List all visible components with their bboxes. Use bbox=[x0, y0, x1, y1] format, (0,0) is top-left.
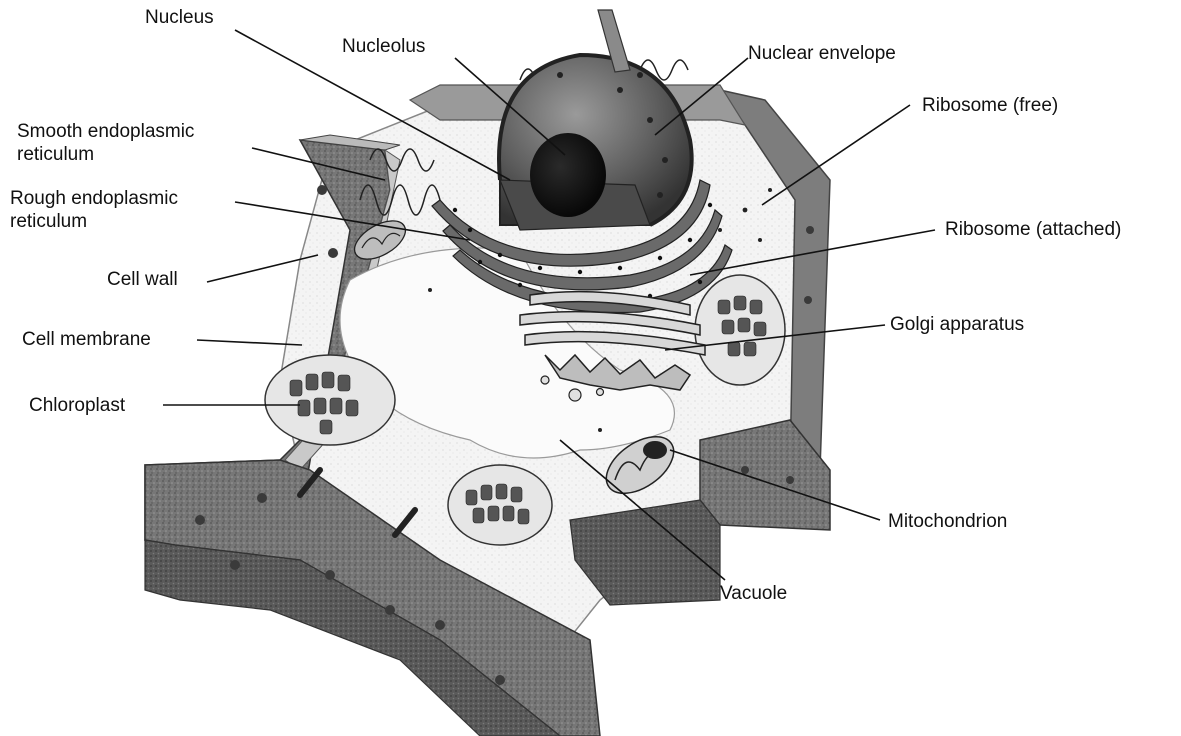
label-nucleus: Nucleus bbox=[145, 6, 214, 29]
label-rough-er: Rough endoplasmic reticulum bbox=[10, 187, 178, 233]
chloroplast-left bbox=[265, 355, 395, 445]
chloroplast-right bbox=[695, 275, 785, 385]
label-smooth-er-line2: reticulum bbox=[17, 143, 194, 166]
chloroplast-bottom bbox=[448, 465, 552, 545]
label-cell-wall: Cell wall bbox=[107, 268, 178, 291]
label-rough-er-line2: reticulum bbox=[10, 210, 178, 233]
label-smooth-er: Smooth endoplasmic reticulum bbox=[17, 120, 194, 166]
label-mitochondrion: Mitochondrion bbox=[888, 510, 1007, 533]
label-vacuole: Vacuole bbox=[720, 582, 787, 605]
label-rough-er-line1: Rough endoplasmic bbox=[10, 187, 178, 210]
label-golgi: Golgi apparatus bbox=[890, 313, 1024, 336]
label-ribosome-free: Ribosome (free) bbox=[922, 94, 1058, 117]
nucleolus bbox=[530, 133, 606, 217]
label-nuclear-envelope: Nuclear envelope bbox=[748, 42, 896, 65]
label-smooth-er-line1: Smooth endoplasmic bbox=[17, 120, 194, 143]
label-ribosome-attached: Ribosome (attached) bbox=[945, 218, 1121, 241]
nucleus bbox=[499, 55, 692, 230]
label-cell-membrane: Cell membrane bbox=[22, 328, 151, 351]
label-chloroplast: Chloroplast bbox=[29, 394, 125, 417]
label-nucleolus: Nucleolus bbox=[342, 35, 425, 58]
